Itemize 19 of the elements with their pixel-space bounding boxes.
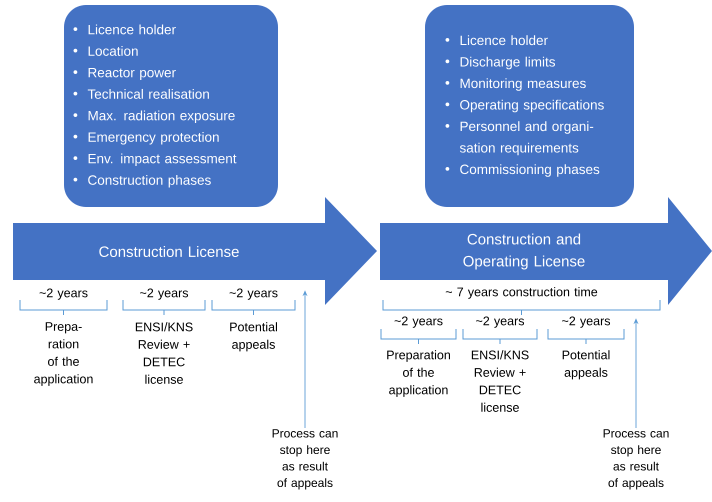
description-text: Prepa- ration of the application	[34, 322, 93, 386]
duration-label: ~ 7 years construction time	[446, 287, 598, 299]
info-box: Licence holder Location Reactor power Technical realisation Max. radiation exposure Emergency protection Env. impact assessment Construction phases	[64, 5, 278, 207]
note-text: Process can stop here as result of appeals	[272, 429, 338, 490]
info-box: Licence holder Discharge limits Monitoring measures Operating specifications Personnel and organi- sation requirements Commissioning phases	[425, 5, 634, 207]
duration-label: ~2 years	[394, 316, 443, 328]
duration-label: ~2 years	[562, 316, 610, 328]
duration-label: ~2 years	[230, 288, 278, 300]
description-text: ENSI/KNS Review + DETEC license	[136, 322, 193, 384]
description-text: Potential appeals	[230, 322, 277, 352]
node-label: Construction and Operating License	[463, 234, 585, 270]
duration-label: ~2 years	[40, 288, 88, 300]
duration-label: ~2 years	[476, 316, 524, 328]
description-text: Potential appeals	[562, 350, 610, 380]
description-text: Preparation of the application	[387, 350, 450, 397]
description-text: ENSI/KNS Review + DETEC license	[472, 350, 529, 412]
note-text: Process can stop here as result of appeals	[604, 429, 669, 490]
node-label: Construction License	[99, 246, 239, 257]
duration-label: ~2 years	[140, 288, 188, 300]
